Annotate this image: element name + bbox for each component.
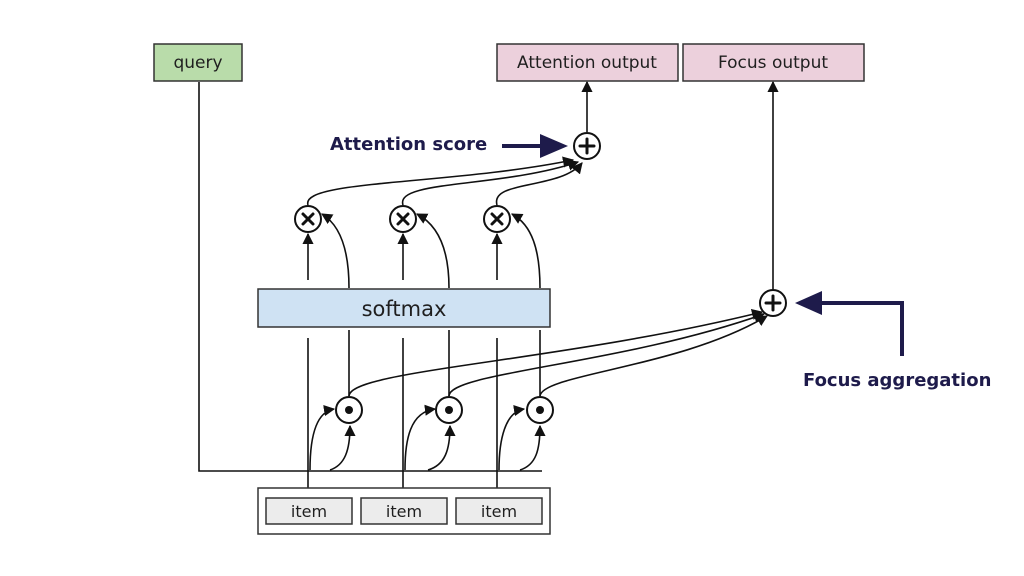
- query-to-dot-3: [519, 424, 546, 471]
- dot-product-icon: [526, 396, 554, 424]
- item-label: item: [386, 502, 422, 521]
- dot-to-focus-3: [539, 315, 768, 397]
- dot-to-focus-1: [348, 308, 764, 397]
- focus-aggregation-annotation: Focus aggregation: [795, 291, 991, 391]
- multiply-icon: [389, 205, 417, 233]
- plus-icon-attention: [573, 132, 601, 160]
- items-container: item item item: [257, 487, 551, 535]
- dot-product-icon: [335, 396, 363, 424]
- attention-score-arrow-head-icon: [540, 134, 568, 158]
- query-to-dot-1: [329, 424, 356, 471]
- multiply-icon: [294, 205, 322, 233]
- item-label: item: [291, 502, 327, 521]
- attention-output-label: Attention output: [517, 53, 657, 73]
- item-to-dot-1: [309, 405, 336, 471]
- item-box: item: [265, 497, 353, 525]
- item-to-dot-3: [498, 405, 526, 471]
- item-to-dot-2: [404, 404, 437, 471]
- mult-to-sum-1: [307, 156, 575, 206]
- softmax-label: softmax: [362, 297, 447, 321]
- query-to-dot-2: [427, 424, 456, 471]
- mult-to-sum-3: [495, 162, 583, 206]
- wires: [198, 80, 779, 495]
- dot-to-focus-2: [448, 312, 766, 397]
- item-box: item: [455, 497, 543, 525]
- dot-product-icon: [435, 396, 463, 424]
- attention-score-label: Attention score: [330, 134, 487, 155]
- attention-score-annotation: Attention score: [330, 134, 568, 158]
- focus-output-label: Focus output: [718, 53, 828, 73]
- focus-aggregation-arrow-head-icon: [795, 291, 822, 315]
- value-to-mult-3: [511, 213, 541, 289]
- focus-aggregation-label: Focus aggregation: [803, 370, 991, 391]
- query-box: query: [153, 43, 243, 82]
- softmax-box: softmax: [257, 288, 551, 328]
- attention-output-box: Attention output: [496, 43, 679, 82]
- multiply-icon: [483, 205, 511, 233]
- focus-output-box: Focus output: [682, 43, 865, 82]
- item-box: item: [360, 497, 448, 525]
- item-label: item: [481, 502, 517, 521]
- focus-aggregation-arrow-shaft: [818, 301, 904, 356]
- query-wire: [198, 82, 542, 472]
- value-to-mult-1: [321, 213, 350, 289]
- plus-icon-focus: [759, 289, 787, 317]
- mult-to-sum-2: [402, 159, 580, 206]
- query-label: query: [173, 53, 222, 73]
- value-to-mult-2: [416, 213, 450, 289]
